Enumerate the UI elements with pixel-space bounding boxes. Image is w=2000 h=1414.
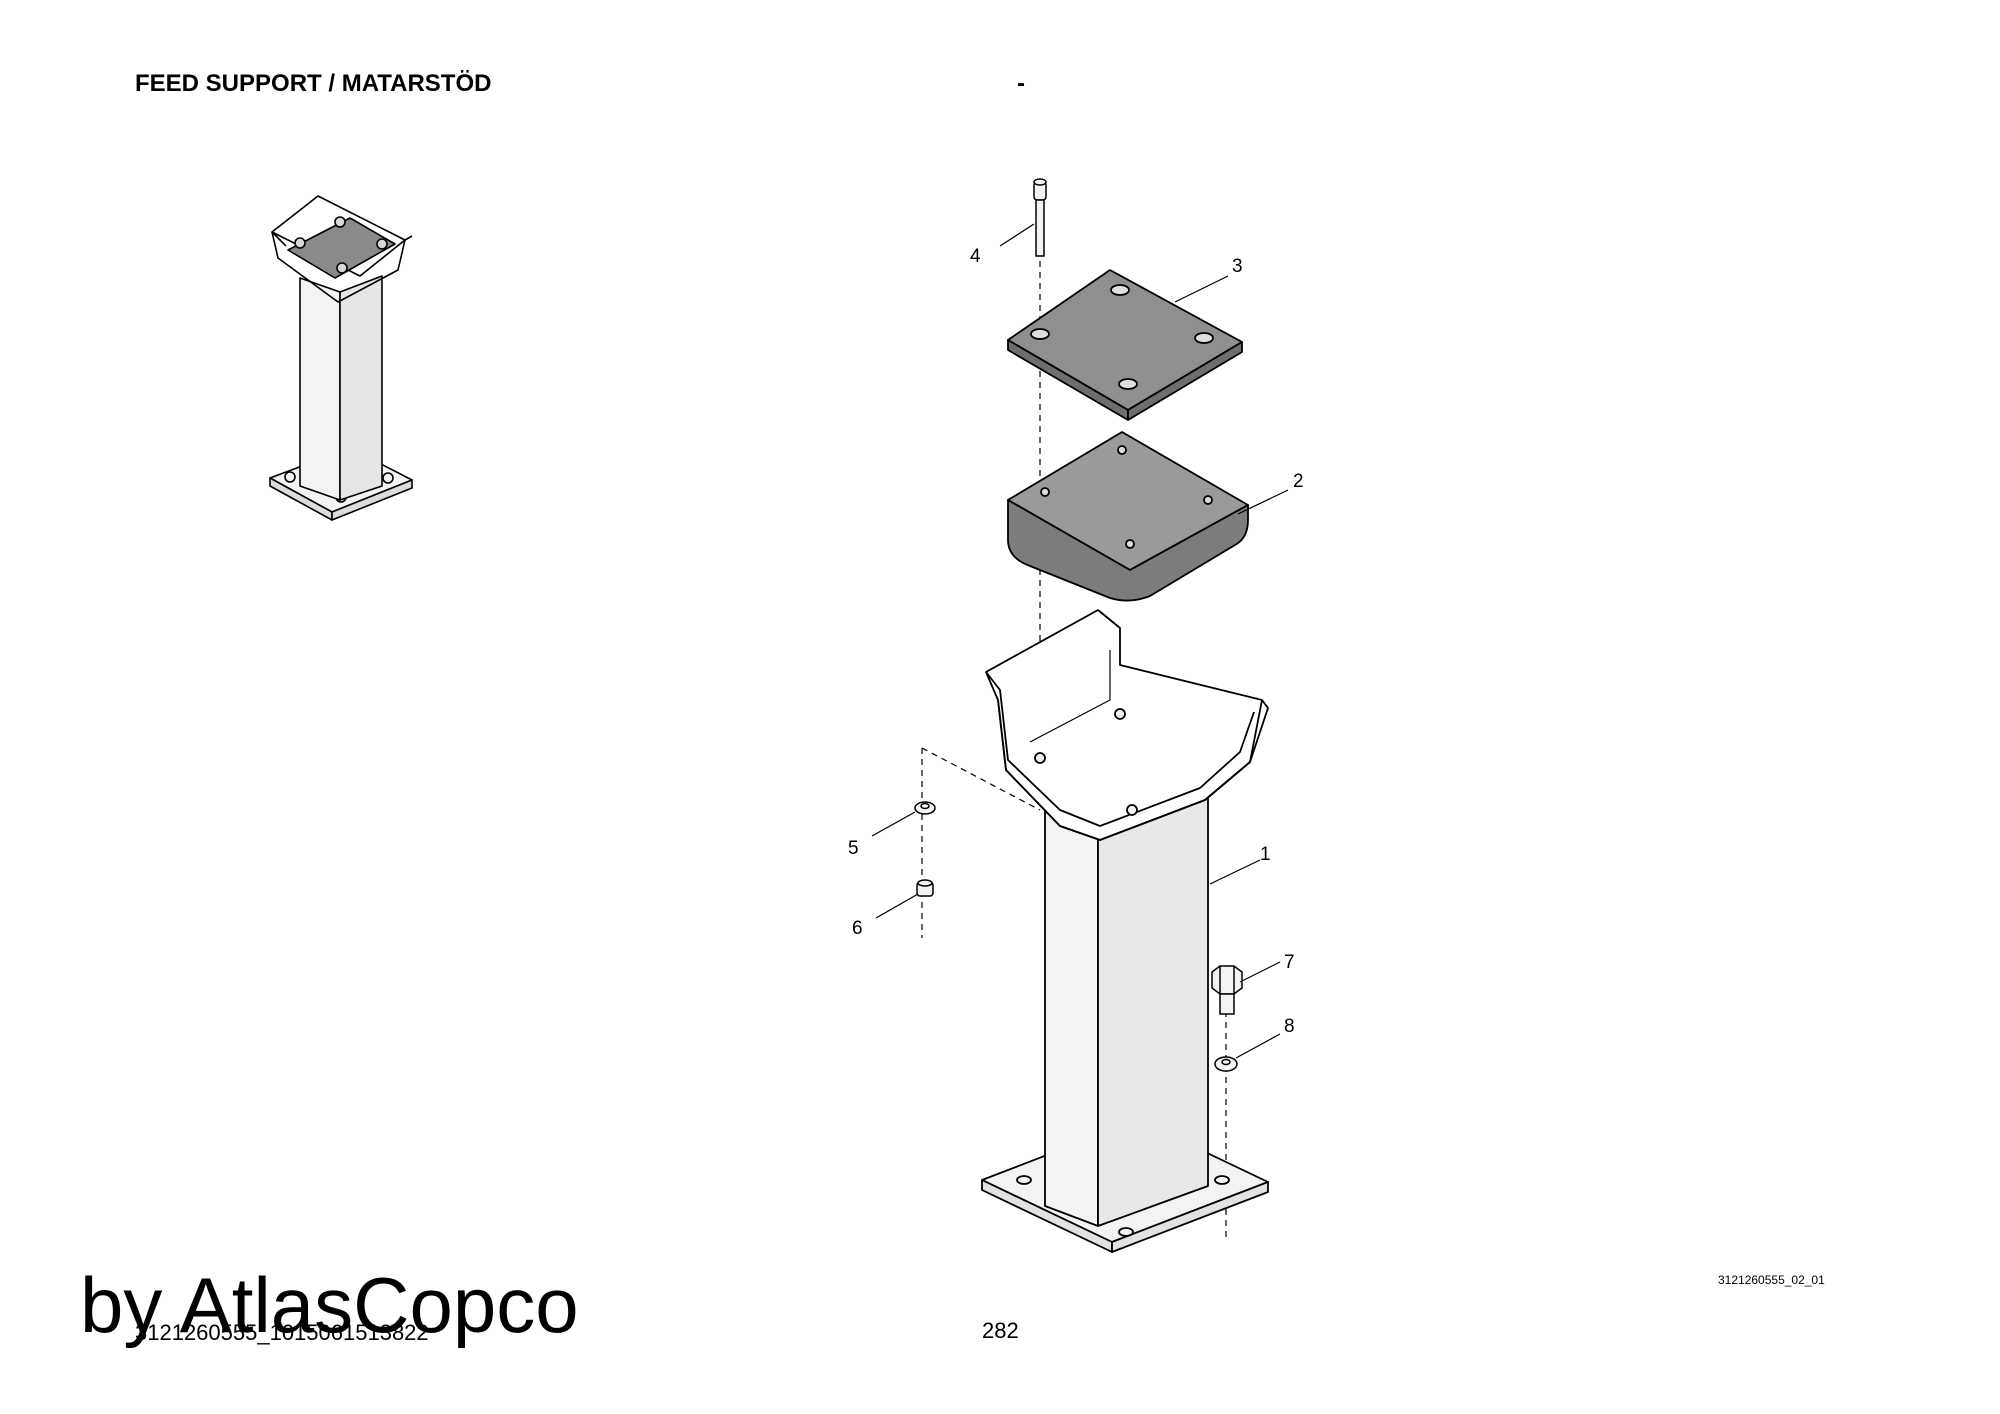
- callout-2: 2: [1293, 471, 1304, 492]
- callout-8: 8: [1284, 1016, 1295, 1037]
- watermark-text: by AtlasCopco: [80, 1261, 579, 1349]
- part-2-rubber-pad: [1007, 431, 1249, 602]
- part-4-cap-screw: [1033, 178, 1047, 257]
- callout-7: 7: [1284, 952, 1295, 973]
- part-5-washer: [914, 801, 936, 815]
- callout-numbers: 1 2 3 4 5 6 7 8: [848, 246, 1304, 1037]
- part-3-plate: [1007, 269, 1243, 421]
- part-7-hex-bolt: [1211, 965, 1243, 1015]
- page-title: FEED SUPPORT / MATARSTÖD: [135, 70, 492, 97]
- callout-6: 6: [852, 918, 863, 939]
- drawing-reference: 3121260555_02_01: [1718, 1273, 1825, 1287]
- header-dash: -: [1017, 70, 1025, 97]
- callout-3: 3: [1232, 256, 1243, 277]
- leader-lines: [871, 223, 1289, 1059]
- callout-5: 5: [848, 838, 859, 859]
- assembled-thumbnail: [269, 195, 413, 521]
- callout-4: 4: [970, 246, 981, 267]
- part-6-nut: [916, 879, 934, 897]
- callout-1: 1: [1260, 844, 1271, 865]
- document-reference: 3121260555_1015061513822: [135, 1320, 429, 1345]
- page-number: 282: [982, 1318, 1019, 1343]
- part-1-support-column: [981, 609, 1269, 1253]
- part-8-washer: [1214, 1056, 1238, 1072]
